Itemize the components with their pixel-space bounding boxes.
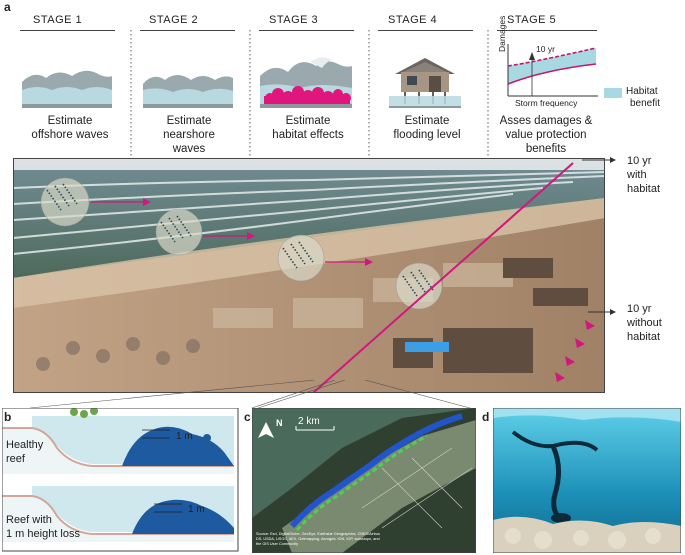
stage-4-title: STAGE 4 [388, 14, 438, 26]
stage-1-title: STAGE 1 [33, 14, 83, 26]
damage-curve-chart [507, 44, 598, 97]
underwater-diver-photo [493, 408, 681, 553]
stage-3-desc-line: habitat effects [272, 129, 344, 141]
stage-2-rule [140, 30, 235, 31]
stage-4-desc: Estimate flooding level [377, 114, 477, 142]
stage-2-desc-line: waves [172, 143, 206, 155]
panel-b-letter: b [4, 410, 12, 424]
stage-4-desc-line: flooding level [393, 129, 461, 141]
reef-profile-diagram [2, 408, 239, 552]
map-credits: Source: Esri, DigitalGlobe, GeoEye, Eart… [256, 532, 472, 547]
stage-5-rule [497, 30, 597, 31]
stage-1-rule [20, 30, 115, 31]
reef-loss-line: 1 m height loss [6, 528, 80, 540]
zoom-connectors [29, 380, 471, 409]
stage-1-desc-line: Estimate [47, 115, 93, 127]
stage-2-desc-line: nearshore [163, 129, 215, 141]
panel-a-letter: a [4, 0, 11, 14]
map-credits-line: the GIS User Community [256, 542, 299, 546]
reef-loss-line: Reef with [6, 514, 52, 526]
without-habitat-label: 10 yr without habitat [627, 302, 662, 344]
stage-5-desc: Asses damages & value protection benefit… [490, 114, 602, 156]
with-habitat-label: 10 yr with habitat [627, 154, 660, 196]
stage-2-title: STAGE 2 [149, 14, 199, 26]
reef-scale-label-1: 1 m [176, 431, 193, 442]
stage-1-desc: Estimate offshore waves [20, 114, 120, 142]
flooded-house-icon [389, 58, 461, 108]
map-scale-label: 2 km [298, 416, 320, 427]
healthy-reef-label: Healthy reef [6, 438, 43, 466]
without-habitat-line: without [627, 317, 662, 329]
without-habitat-line: habitat [627, 331, 661, 343]
healthy-reef-line: reef [6, 453, 25, 465]
offshore-waves-icon [22, 70, 112, 108]
storm-frequency-label: Storm frequency [515, 98, 578, 108]
reef-scale-label-2: 1 m [188, 504, 205, 515]
map-credits-line: DS, USDA, USGS, AEX, Getmapping, Aerogri… [256, 537, 380, 541]
healthy-reef-line: Healthy [6, 439, 44, 451]
stage-3-desc: Estimate habitat effects [258, 114, 358, 142]
habitat-benefit-label-2: benefit [630, 98, 661, 109]
stage-4-desc-line: Estimate [404, 115, 450, 127]
habitat-effects-icon [260, 57, 352, 108]
habitat-benefit-swatch [604, 88, 622, 98]
map-credits-line: Source: Esri, DigitalGlobe, GeoEye, Eart… [256, 532, 380, 536]
damage-marker-label: 10 yr [536, 44, 555, 54]
with-habitat-line: habitat [627, 183, 661, 195]
stage-5-title: STAGE 5 [507, 14, 557, 26]
reef-loss-label: Reef with 1 m height loss [6, 513, 80, 541]
stage-5-desc-line: benefits [525, 143, 567, 155]
stage-3-desc-line: Estimate [285, 115, 331, 127]
damage-axis-label: Damages [497, 15, 507, 52]
coastal-aerial-photo [13, 158, 605, 393]
photo-frame [13, 158, 605, 393]
outcome-arrows [582, 157, 616, 315]
stage-2-desc-line: Estimate [166, 115, 212, 127]
stage-4-rule [378, 30, 473, 31]
stage-5-desc-line: value protection [505, 129, 587, 141]
with-habitat-line: 10 yr [627, 155, 652, 167]
habitat-benefit-label-1: Habitat [626, 86, 658, 97]
north-arrow-label: N [276, 418, 283, 428]
panel-c-letter: c [244, 410, 251, 424]
satellite-map [252, 408, 476, 553]
stage-2-desc: Estimate nearshore waves [139, 114, 239, 156]
stage-3-rule [259, 30, 354, 31]
panel-d-letter: d [482, 410, 490, 424]
stage-3-title: STAGE 3 [269, 14, 319, 26]
stage-1-desc-line: offshore waves [31, 129, 109, 141]
stage-5-desc-line: Asses damages & [499, 115, 593, 127]
without-habitat-line: 10 yr [627, 303, 652, 315]
with-habitat-line: with [627, 169, 647, 181]
nearshore-waves-icon [143, 75, 233, 108]
